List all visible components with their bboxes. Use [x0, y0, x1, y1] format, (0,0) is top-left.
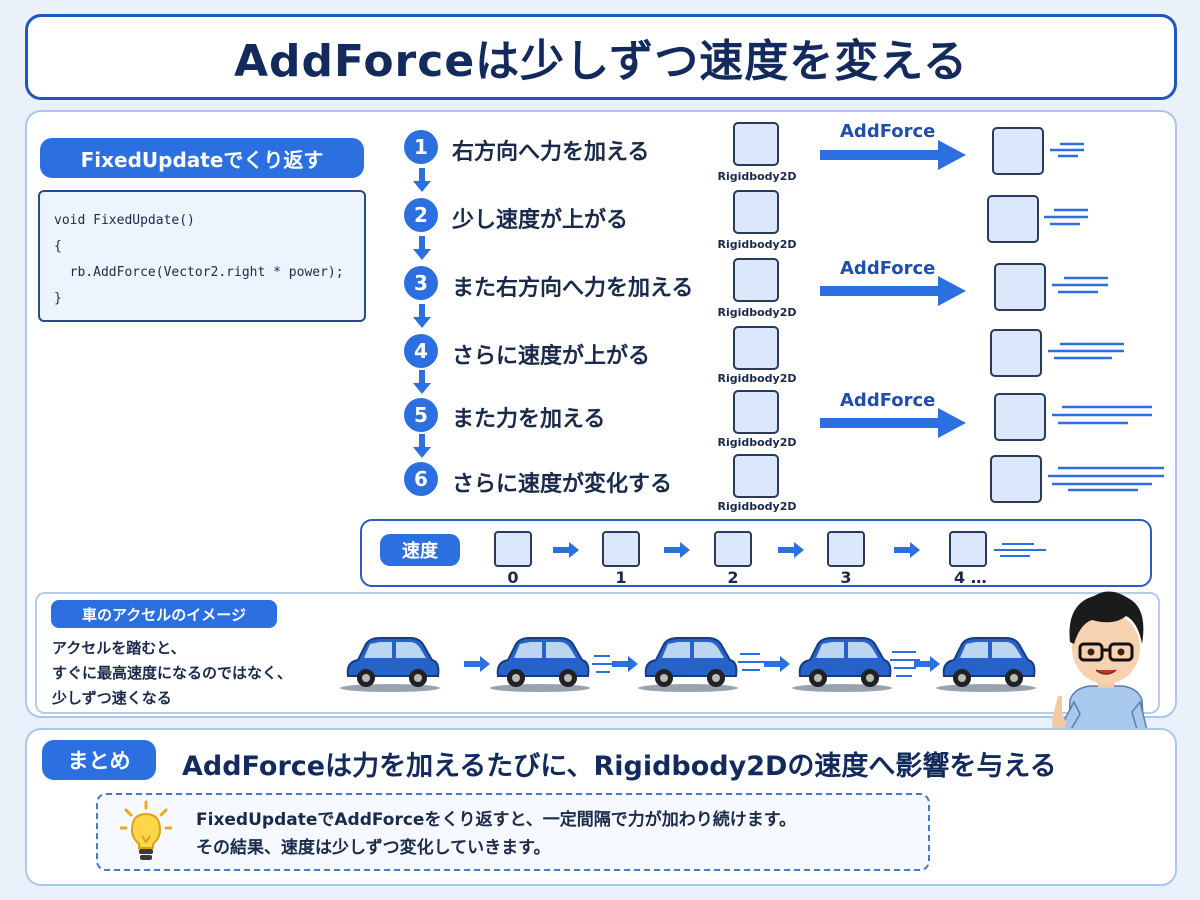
car-desc-line: 少しずつ速くなる [52, 689, 172, 707]
arrow-right-icon [464, 656, 490, 672]
speed-lines-icon [1048, 466, 1164, 492]
speed-value: 0 [507, 568, 519, 587]
moving-box [994, 263, 1046, 311]
moving-box [994, 393, 1046, 441]
speed-box [949, 531, 987, 567]
code-line: void FixedUpdate() [54, 213, 195, 228]
car-icon [936, 637, 1036, 692]
rigidbody-box [733, 258, 779, 302]
code-block: void FixedUpdate() { rb.AddForce(Vector2… [38, 190, 366, 322]
moving-box [990, 329, 1042, 377]
step-6-text: さらに速度が変化する [452, 472, 673, 497]
step-1-number: 1 [404, 130, 438, 164]
step-1-text: 右方向へ力を加える [452, 140, 650, 165]
speed-label: 速度 [380, 534, 460, 566]
tip-line: その結果、速度は少しずつ変化していきます。 [196, 838, 551, 858]
arrow-right-icon [664, 542, 690, 558]
arrow-right-icon [553, 542, 579, 558]
addforce-arrow-icon [820, 276, 966, 306]
speed-value: 4 … [954, 568, 987, 587]
step-4-number: 4 [404, 334, 438, 368]
addforce-label: AddForce [840, 258, 936, 279]
step-6-number: 6 [404, 462, 438, 496]
rigidbody-label: Rigidbody2D [717, 170, 797, 183]
step-5-number: 5 [404, 398, 438, 432]
down-arrow-icon [413, 370, 431, 394]
speed-value: 3 [840, 568, 852, 587]
car-description: アクセルを踏むと、 すぐに最高速度になるのではなく、 少しずつ速くなる [52, 636, 292, 711]
down-arrow-icon [413, 168, 431, 192]
lightbulb-icon [120, 800, 172, 860]
down-arrow-icon [413, 304, 431, 328]
speed-lines-icon [1044, 208, 1088, 226]
step-3-number: 3 [404, 266, 438, 300]
rigidbody-label: Rigidbody2D [717, 372, 797, 385]
tip-text: FixedUpdateでAddForceをくり返すと、一定間隔で力が加わり続けま… [196, 806, 796, 862]
speed-value: 2 [727, 568, 739, 587]
tip-line: FixedUpdateでAddForceをくり返すと、一定間隔で力が加わり続けま… [196, 810, 797, 830]
car-icon [490, 637, 614, 692]
speed-panel [360, 519, 1152, 587]
rigidbody-box [733, 190, 779, 234]
speed-lines-icon [994, 543, 1046, 557]
rigidbody-label: Rigidbody2D [717, 306, 797, 319]
step-5-text: また力を加える [452, 407, 606, 432]
speed-lines-icon [1052, 405, 1152, 425]
arrow-right-icon [612, 656, 638, 672]
car-label: 車のアクセルのイメージ [51, 600, 277, 628]
summary-headline: AddForceは力を加えるたびに、Rigidbody2Dの速度へ影響を与える [182, 751, 1057, 782]
down-arrow-icon [413, 236, 431, 260]
speed-box [714, 531, 752, 567]
speed-box [602, 531, 640, 567]
moving-box [992, 127, 1044, 175]
speed-value: 1 [615, 568, 627, 587]
code-line: rb.AddForce(Vector2.right * power); [54, 265, 344, 280]
addforce-label: AddForce [840, 390, 936, 411]
speed-lines-icon [1050, 142, 1084, 158]
summary-label: まとめ [42, 740, 156, 780]
speed-lines-icon [1052, 276, 1108, 294]
rigidbody-box [733, 454, 779, 498]
down-arrow-icon [413, 434, 431, 458]
rigidbody-box [733, 390, 779, 434]
step-2-text: 少し速度が上がる [452, 208, 629, 233]
fixed-update-label: FixedUpdateでくり返す [40, 138, 364, 178]
car-icon [792, 637, 920, 692]
car-icon [638, 637, 764, 692]
rigidbody-label: Rigidbody2D [717, 238, 797, 251]
addforce-label: AddForce [840, 121, 936, 142]
arrow-right-icon [778, 542, 804, 558]
speed-box [827, 531, 865, 567]
car-desc-line: すぐに最高速度になるのではなく、 [52, 664, 293, 682]
addforce-arrow-icon [820, 140, 966, 170]
arrow-right-icon [894, 542, 920, 558]
car-desc-line: アクセルを踏むと、 [52, 639, 186, 657]
step-4-text: さらに速度が上がる [452, 344, 651, 369]
code-line: { [54, 239, 62, 254]
rigidbody-label: Rigidbody2D [717, 436, 797, 449]
step-3-text: また右方向へ力を加える [452, 276, 694, 301]
title-banner: AddForceは少しずつ速度を変える [25, 14, 1177, 100]
arrow-right-icon [914, 656, 940, 672]
page-title: AddForceは少しずつ速度を変える [234, 36, 968, 87]
code-line: } [54, 291, 62, 306]
car-icon [340, 637, 440, 692]
step-2-number: 2 [404, 198, 438, 232]
speed-box [494, 531, 532, 567]
rigidbody-box [733, 122, 779, 166]
tip-box [96, 793, 930, 871]
arrow-right-icon [764, 656, 790, 672]
moving-box [990, 455, 1042, 503]
addforce-arrow-icon [820, 408, 966, 438]
rigidbody-box [733, 326, 779, 370]
rigidbody-label: Rigidbody2D [717, 500, 797, 513]
moving-box [987, 195, 1039, 243]
speed-lines-icon [1048, 342, 1124, 360]
